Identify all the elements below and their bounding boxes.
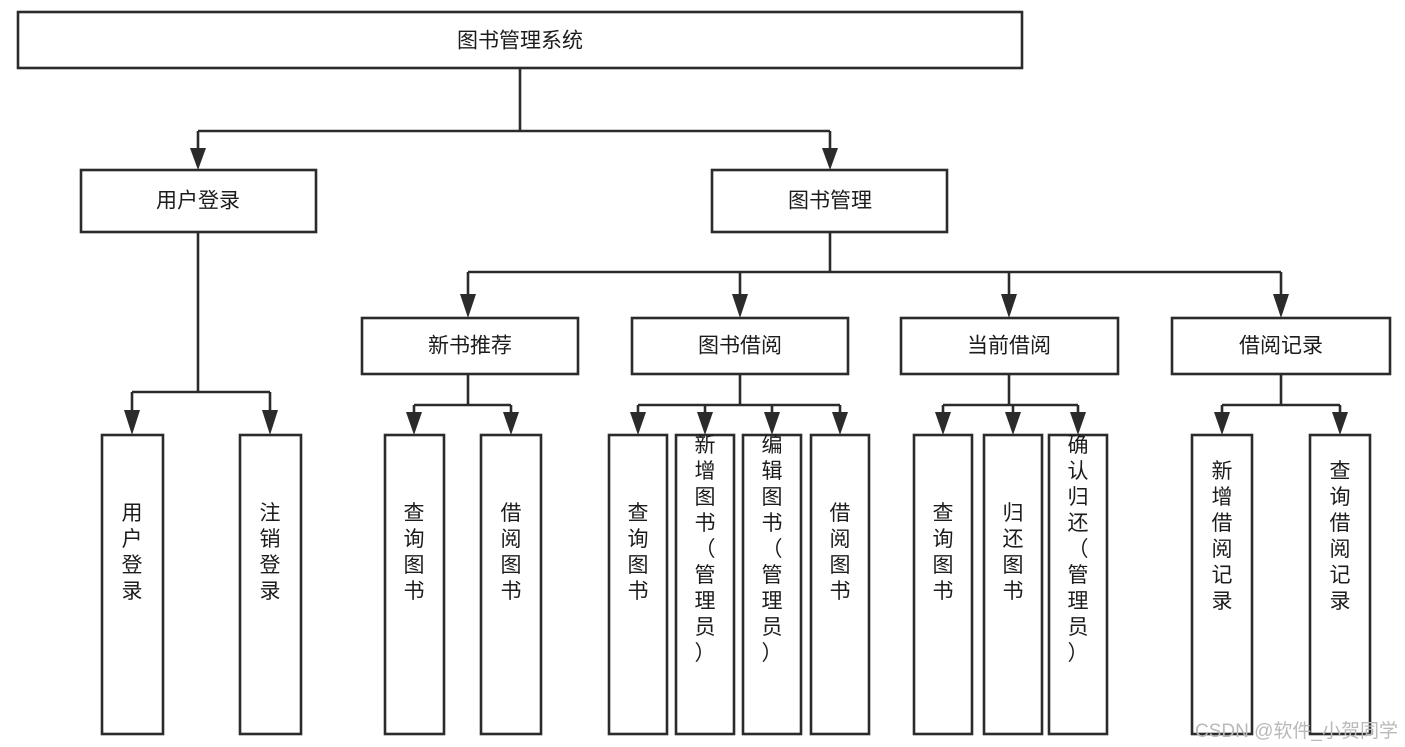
node-new-book-recommend[interactable]: 新书推荐 xyxy=(360,316,580,376)
leaf-add-book-admin[interactable]: 新增图书（管理员） xyxy=(674,433,736,736)
node-book-borrow-label: 图书借阅 xyxy=(698,335,782,358)
leaf-borrow-book-a-box[interactable] xyxy=(479,433,543,736)
leaf-query-borrow-record-label: 查询借阅记录 xyxy=(1330,460,1351,613)
arrow-head-user-login xyxy=(190,148,206,170)
leaf-logout-login-label: 注销登录 xyxy=(260,502,281,603)
leaf-edit-book-admin-box[interactable] xyxy=(741,433,803,736)
leaf-confirm-return-admin-box[interactable] xyxy=(1047,433,1109,736)
leaf-query-book-a[interactable]: 查询图书 xyxy=(383,433,446,736)
node-root-box[interactable] xyxy=(16,10,1024,70)
connector-group-current-borrow xyxy=(935,374,1086,435)
leaf-borrow-book-b-box[interactable] xyxy=(809,433,871,736)
arrow-head-leaf-logout xyxy=(262,410,278,435)
arrow-head-leaf-query-record xyxy=(1332,412,1348,435)
node-book-borrow[interactable]: 图书借阅 xyxy=(630,316,850,376)
watermark-label: CSDN @软件_小贺同学 xyxy=(1195,720,1398,742)
leaf-query-book-b-label: 查询图书 xyxy=(628,502,649,603)
arrow-head-leaf-query-book-c xyxy=(935,412,951,435)
node-new-book-recommend-label: 新书推荐 xyxy=(428,335,512,358)
leaf-query-borrow-record-box[interactable] xyxy=(1308,433,1372,736)
connector-group-root xyxy=(190,68,838,170)
leaf-logout-login-box[interactable] xyxy=(238,433,303,736)
leaf-add-borrow-record[interactable]: 新增借阅记录 xyxy=(1190,433,1254,736)
leaf-add-book-admin-box[interactable] xyxy=(674,433,736,736)
node-new-book-recommend-box[interactable] xyxy=(360,316,580,376)
arrow-head-current-borrow xyxy=(1001,294,1017,318)
leaf-add-borrow-record-box[interactable] xyxy=(1190,433,1254,736)
leaf-logout-login[interactable]: 注销登录 xyxy=(238,433,303,736)
node-root-system[interactable]: 图书管理系统 xyxy=(16,10,1024,70)
arrow-head-leaf-edit-book xyxy=(764,412,780,435)
leaf-query-borrow-record[interactable]: 查询借阅记录 xyxy=(1308,433,1372,736)
node-borrow-record-label: 借阅记录 xyxy=(1239,335,1323,358)
leaf-edit-book-admin-label: 编辑图书（管理员） xyxy=(762,434,783,665)
node-root-label: 图书管理系统 xyxy=(457,30,583,53)
leaf-return-book-label: 归还图书 xyxy=(1003,502,1024,603)
node-user-login-box[interactable] xyxy=(79,168,318,234)
connector-group-book-borrow xyxy=(630,374,848,435)
leaf-user-login-box[interactable] xyxy=(100,433,165,736)
leaf-add-book-admin-label: 新增图书（管理员） xyxy=(695,434,716,665)
leaf-edit-book-admin[interactable]: 编辑图书（管理员） xyxy=(741,433,803,736)
node-book-management[interactable]: 图书管理 xyxy=(710,168,949,234)
arrow-head-book-mgmt xyxy=(822,148,838,170)
node-current-borrow[interactable]: 当前借阅 xyxy=(899,316,1120,376)
leaf-query-book-c[interactable]: 查询图书 xyxy=(912,433,974,736)
leaf-user-login-label: 用户登录 xyxy=(122,502,143,603)
arrow-head-leaf-borrow-book-a xyxy=(503,412,519,435)
node-book-management-box[interactable] xyxy=(710,168,949,234)
leaf-user-login[interactable]: 用户登录 xyxy=(100,433,165,736)
leaf-query-book-c-box[interactable] xyxy=(912,433,974,736)
arrow-head-leaf-query-book-b xyxy=(630,412,646,435)
leaf-query-book-c-label: 查询图书 xyxy=(933,502,954,603)
leaf-confirm-return-admin-label: 确认归还（管理员） xyxy=(1068,434,1089,665)
leaf-borrow-book-b-label: 借阅图书 xyxy=(830,502,851,603)
leaf-borrow-book-a-label: 借阅图书 xyxy=(501,502,522,603)
arrow-head-new-book-rec xyxy=(460,294,476,318)
leaf-query-book-b-box[interactable] xyxy=(607,433,669,736)
arrow-head-leaf-user-login xyxy=(124,410,140,435)
node-current-borrow-box[interactable] xyxy=(899,316,1120,376)
node-book-borrow-box[interactable] xyxy=(630,316,850,376)
connector-group-book-mgmt xyxy=(460,232,1289,318)
leaf-query-book-b[interactable]: 查询图书 xyxy=(607,433,669,736)
connector-group-borrow-record xyxy=(1214,374,1348,435)
leaf-query-book-a-box[interactable] xyxy=(383,433,446,736)
leaf-add-borrow-record-label: 新增借阅记录 xyxy=(1212,460,1233,613)
arrow-head-leaf-borrow-book-b xyxy=(832,412,848,435)
leaf-borrow-book-a[interactable]: 借阅图书 xyxy=(479,433,543,736)
node-borrow-record[interactable]: 借阅记录 xyxy=(1170,316,1392,376)
node-borrow-record-box[interactable] xyxy=(1170,316,1392,376)
connector-group-user-login xyxy=(124,232,278,435)
arrow-head-leaf-add-book xyxy=(697,412,713,435)
arrow-head-leaf-query-book-a xyxy=(406,412,422,435)
leaf-borrow-book-b[interactable]: 借阅图书 xyxy=(809,433,871,736)
leaf-return-book[interactable]: 归还图书 xyxy=(982,433,1044,736)
connector-group-new-book-rec xyxy=(406,374,519,435)
arrow-head-leaf-add-record xyxy=(1214,412,1230,435)
leaf-query-book-a-label: 查询图书 xyxy=(404,502,425,603)
node-user-login-label: 用户登录 xyxy=(156,190,240,213)
node-user-login[interactable]: 用户登录 xyxy=(79,168,318,234)
leaf-return-book-box[interactable] xyxy=(982,433,1044,736)
leaf-confirm-return-admin[interactable]: 确认归还（管理员） xyxy=(1047,433,1109,736)
arrow-head-book-borrow xyxy=(732,294,748,318)
arrow-head-leaf-confirm-return xyxy=(1070,412,1086,435)
arrow-head-leaf-return-book xyxy=(1005,412,1021,435)
arrow-head-borrow-record xyxy=(1273,294,1289,318)
node-book-management-label: 图书管理 xyxy=(788,190,872,213)
node-current-borrow-label: 当前借阅 xyxy=(967,335,1051,358)
